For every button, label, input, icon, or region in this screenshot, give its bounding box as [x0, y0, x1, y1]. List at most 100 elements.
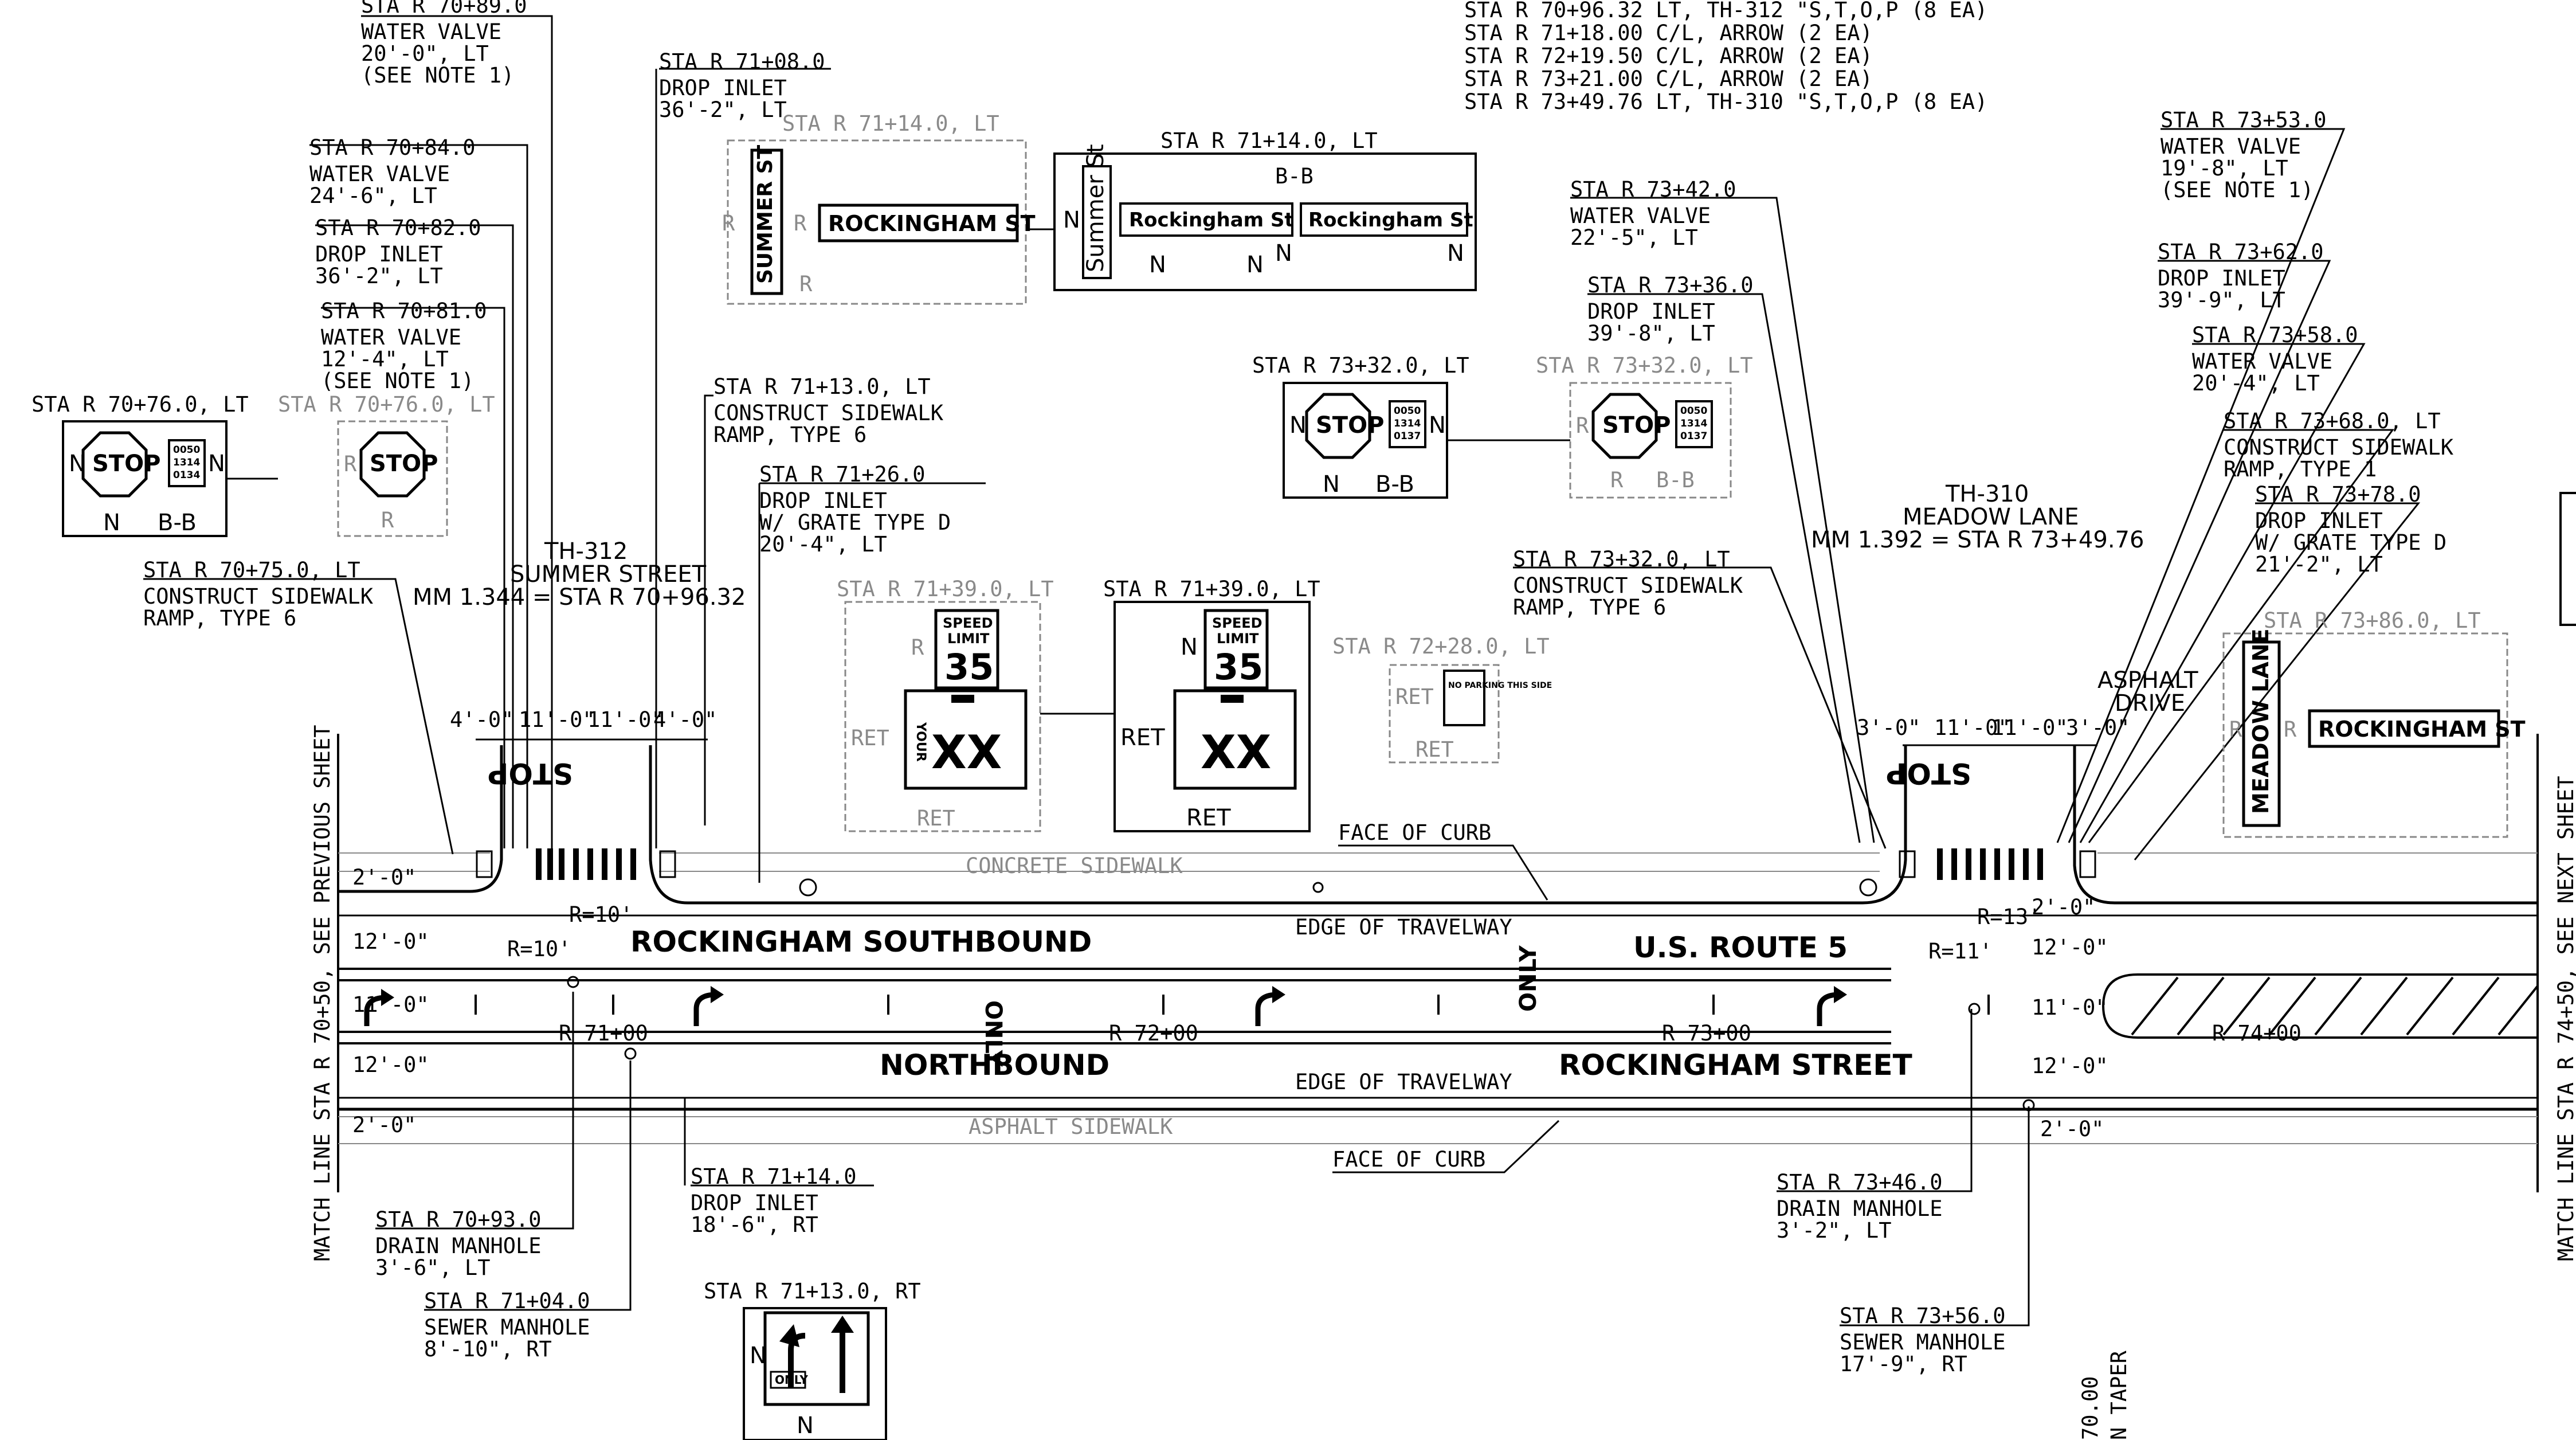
dimensions: 4'-0" 11'-0" 11'-0" 4'-0" 3'-0" 11'-0" 1… — [352, 707, 2130, 1141]
dimension-text: 11'-0" — [352, 992, 429, 1017]
stop-sign-assembly-right: STA R 73+32.0, LT STA R 73+32.0, LT STOP… — [1252, 353, 1753, 499]
callout-text: 12'-4", LT — [321, 347, 449, 371]
bb-label: B-B — [158, 510, 197, 536]
ret-label: RET — [1395, 684, 1434, 709]
callout-text: 36'-2", LT — [659, 97, 787, 122]
xx-text: XX — [1201, 726, 1271, 779]
speed-text: SPEED — [943, 615, 993, 631]
n-label: N — [1429, 412, 1446, 439]
asphalt-drive-label: ASPHALT — [2097, 667, 2198, 694]
meadow-lane-label: MEADOW LANE — [1903, 504, 2079, 530]
sign-station-label: STA R 73+32.0, LT — [1252, 353, 1469, 378]
only-pavement-marking: ONLY — [980, 1000, 1006, 1067]
n-label: N — [1149, 252, 1166, 278]
dimension-text: 11'-0" — [587, 707, 664, 732]
crosswalk-right — [1937, 848, 2043, 880]
callout-station: STA R 71+08.0 — [659, 49, 825, 74]
match-line-right-label: MATCH LINE STA R 74+50, SEE NEXT SHEET — [2554, 776, 2576, 1261]
rockingham-st-sign-text: ROCKINGHAM ST — [828, 211, 1036, 236]
your-text: YOUR — [913, 722, 928, 762]
mm-label: MM 1.344 = STA R 70+96.32 — [413, 584, 746, 611]
sign-station-label: STA R 72+28.0, LT — [1332, 634, 1550, 659]
plaque-text: 0134 — [173, 469, 200, 481]
street-name-sign-existing: STA R 71+14.0, LT SUMMER ST ROCKINGHAM S… — [722, 111, 1036, 305]
only-pavement-marking: ONLY — [1515, 945, 1542, 1012]
callout-text: (SEE NOTE 1) — [2161, 178, 2314, 202]
rockingham-southbound-label: ROCKINGHAM SOUTHBOUND — [630, 925, 1092, 958]
th312-label: TH-312 — [544, 538, 628, 565]
limit-text: LIMIT — [1217, 631, 1259, 647]
callout-text: WATER VALVE — [309, 162, 450, 186]
station-label: R 72+00 — [1109, 1021, 1198, 1046]
callout-text: SEWER MANHOLE — [424, 1315, 590, 1340]
rockingham-small-text: Rockingham St — [1308, 209, 1473, 232]
speed-value: 35 — [944, 646, 994, 688]
callout-text: 21'-2", LT — [2255, 552, 2383, 577]
dimension-text: 11'-0" — [519, 707, 595, 732]
crosswalk-left — [536, 848, 636, 880]
plaque-text: 0050 — [1394, 405, 1421, 417]
callout-station: STA R 70+82.0 — [315, 216, 481, 240]
note-line: STA R 72+19.50 C/L, ARROW (2 EA) — [1464, 44, 1873, 68]
stop-octagon-icon — [359, 431, 426, 498]
dimension-text: 12'-0" — [352, 929, 429, 954]
plaque-text: 1314 — [1680, 418, 1707, 429]
leader-lines — [143, 15, 2421, 1326]
callout-text: RAMP, TYPE 6 — [1513, 595, 1666, 620]
n-label: N — [1181, 634, 1198, 660]
sign-station-label: STA R 70+76.0, LT — [32, 392, 249, 417]
no-parking-sign-existing: STA R 72+28.0, LT NO PARKING THIS SIDE R… — [1332, 634, 1552, 764]
note-line: STA R 70+96.32 LT, TH-312 "S,T,O,P (8 EA… — [1464, 0, 1987, 22]
taper-label: 70.00 — [2078, 1376, 2103, 1440]
callout-text: RAMP, TYPE 6 — [713, 422, 866, 447]
meadow-lane-sign-existing: STA R 73+86.0, LT MEADOW LANE ROCKINGHAM… — [2222, 608, 2526, 838]
sign-station-label: STA R 71+39.0, LT — [837, 577, 1054, 601]
radius-text: R=10' — [507, 937, 571, 961]
callout-text: WATER VALVE — [1570, 204, 1711, 228]
callout-text: RAMP, TYPE 1 — [2224, 457, 2377, 482]
callout-text: 39'-9", LT — [2158, 288, 2285, 312]
callout-station: STA R 70+81.0 — [321, 299, 487, 323]
n-label: N — [1275, 240, 1292, 267]
bb-label: B-B — [1656, 468, 1695, 492]
dimension-text: 4'-0" — [450, 707, 513, 732]
meadow-lane-sign-text: MEADOW LANE — [2248, 628, 2273, 814]
callout-text: WATER VALVE — [2161, 134, 2301, 159]
sign-station-label: STA R 71+13.0, RT — [704, 1279, 921, 1304]
face-of-curb-label: FACE OF CURB — [1332, 1147, 1485, 1172]
callout-text: DROP INLET — [759, 488, 887, 513]
roadway — [337, 734, 2539, 1192]
northbound-label: NORTHBOUND — [880, 1048, 1109, 1082]
callout-station: STA R 73+56.0 — [1840, 1304, 2006, 1328]
summer-st-sign-text: SUMMER ST — [754, 144, 777, 284]
radius-text: R=10' — [569, 902, 633, 927]
no-parking-text: NO PARKING THIS SIDE — [1448, 681, 1552, 690]
asphalt-sidewalk-label: ASPHALT SIDEWALK — [969, 1114, 1173, 1139]
callout-text: DROP INLET — [1587, 299, 1715, 324]
top-notes: STA R 70+96.32 LT, TH-312 "S,T,O,P (8 EA… — [1464, 0, 1987, 114]
dimension-text: 11'-0" — [1991, 715, 2068, 740]
dimension-text: 3'-0" — [2066, 715, 2130, 740]
callout-text: DROP INLET — [2158, 266, 2285, 291]
callout-station: STA R 71+13.0, LT — [713, 374, 931, 399]
callout-text: DRAIN MANHOLE — [1777, 1196, 1943, 1221]
dimension-text: 11'-0" — [2032, 995, 2108, 1020]
r-label: R — [2284, 717, 2297, 742]
callout-text: 24'-6", LT — [309, 183, 437, 208]
rockingham-street-label: ROCKINGHAM STREET — [1559, 1048, 1912, 1082]
callout-text: DROP INLET — [659, 76, 787, 100]
stop-sign-assembly-left: STA R 70+76.0, LT STA R 70+76.0, LT STOP… — [32, 392, 495, 537]
concrete-sidewalk-label: CONCRETE SIDEWALK — [966, 854, 1183, 878]
plaque-text: 0137 — [1680, 431, 1707, 442]
n-label: N — [103, 510, 120, 536]
station-label: R 73+00 — [1662, 1021, 1751, 1046]
callout-text: DROP INLET — [315, 242, 443, 267]
callout-text: 39'-8", LT — [1587, 321, 1715, 346]
n-label: N — [1063, 207, 1080, 233]
speed-value: 35 — [1214, 646, 1263, 688]
summer-st-small-text: Summer St — [1083, 144, 1109, 272]
rockingham-st-sign-text: ROCKINGHAM ST — [2318, 717, 2526, 742]
station-label: R 71+00 — [559, 1021, 648, 1046]
note-line: STA R 73+49.76 LT, TH-310 "S,T,O,P (8 EA… — [1464, 89, 1987, 114]
